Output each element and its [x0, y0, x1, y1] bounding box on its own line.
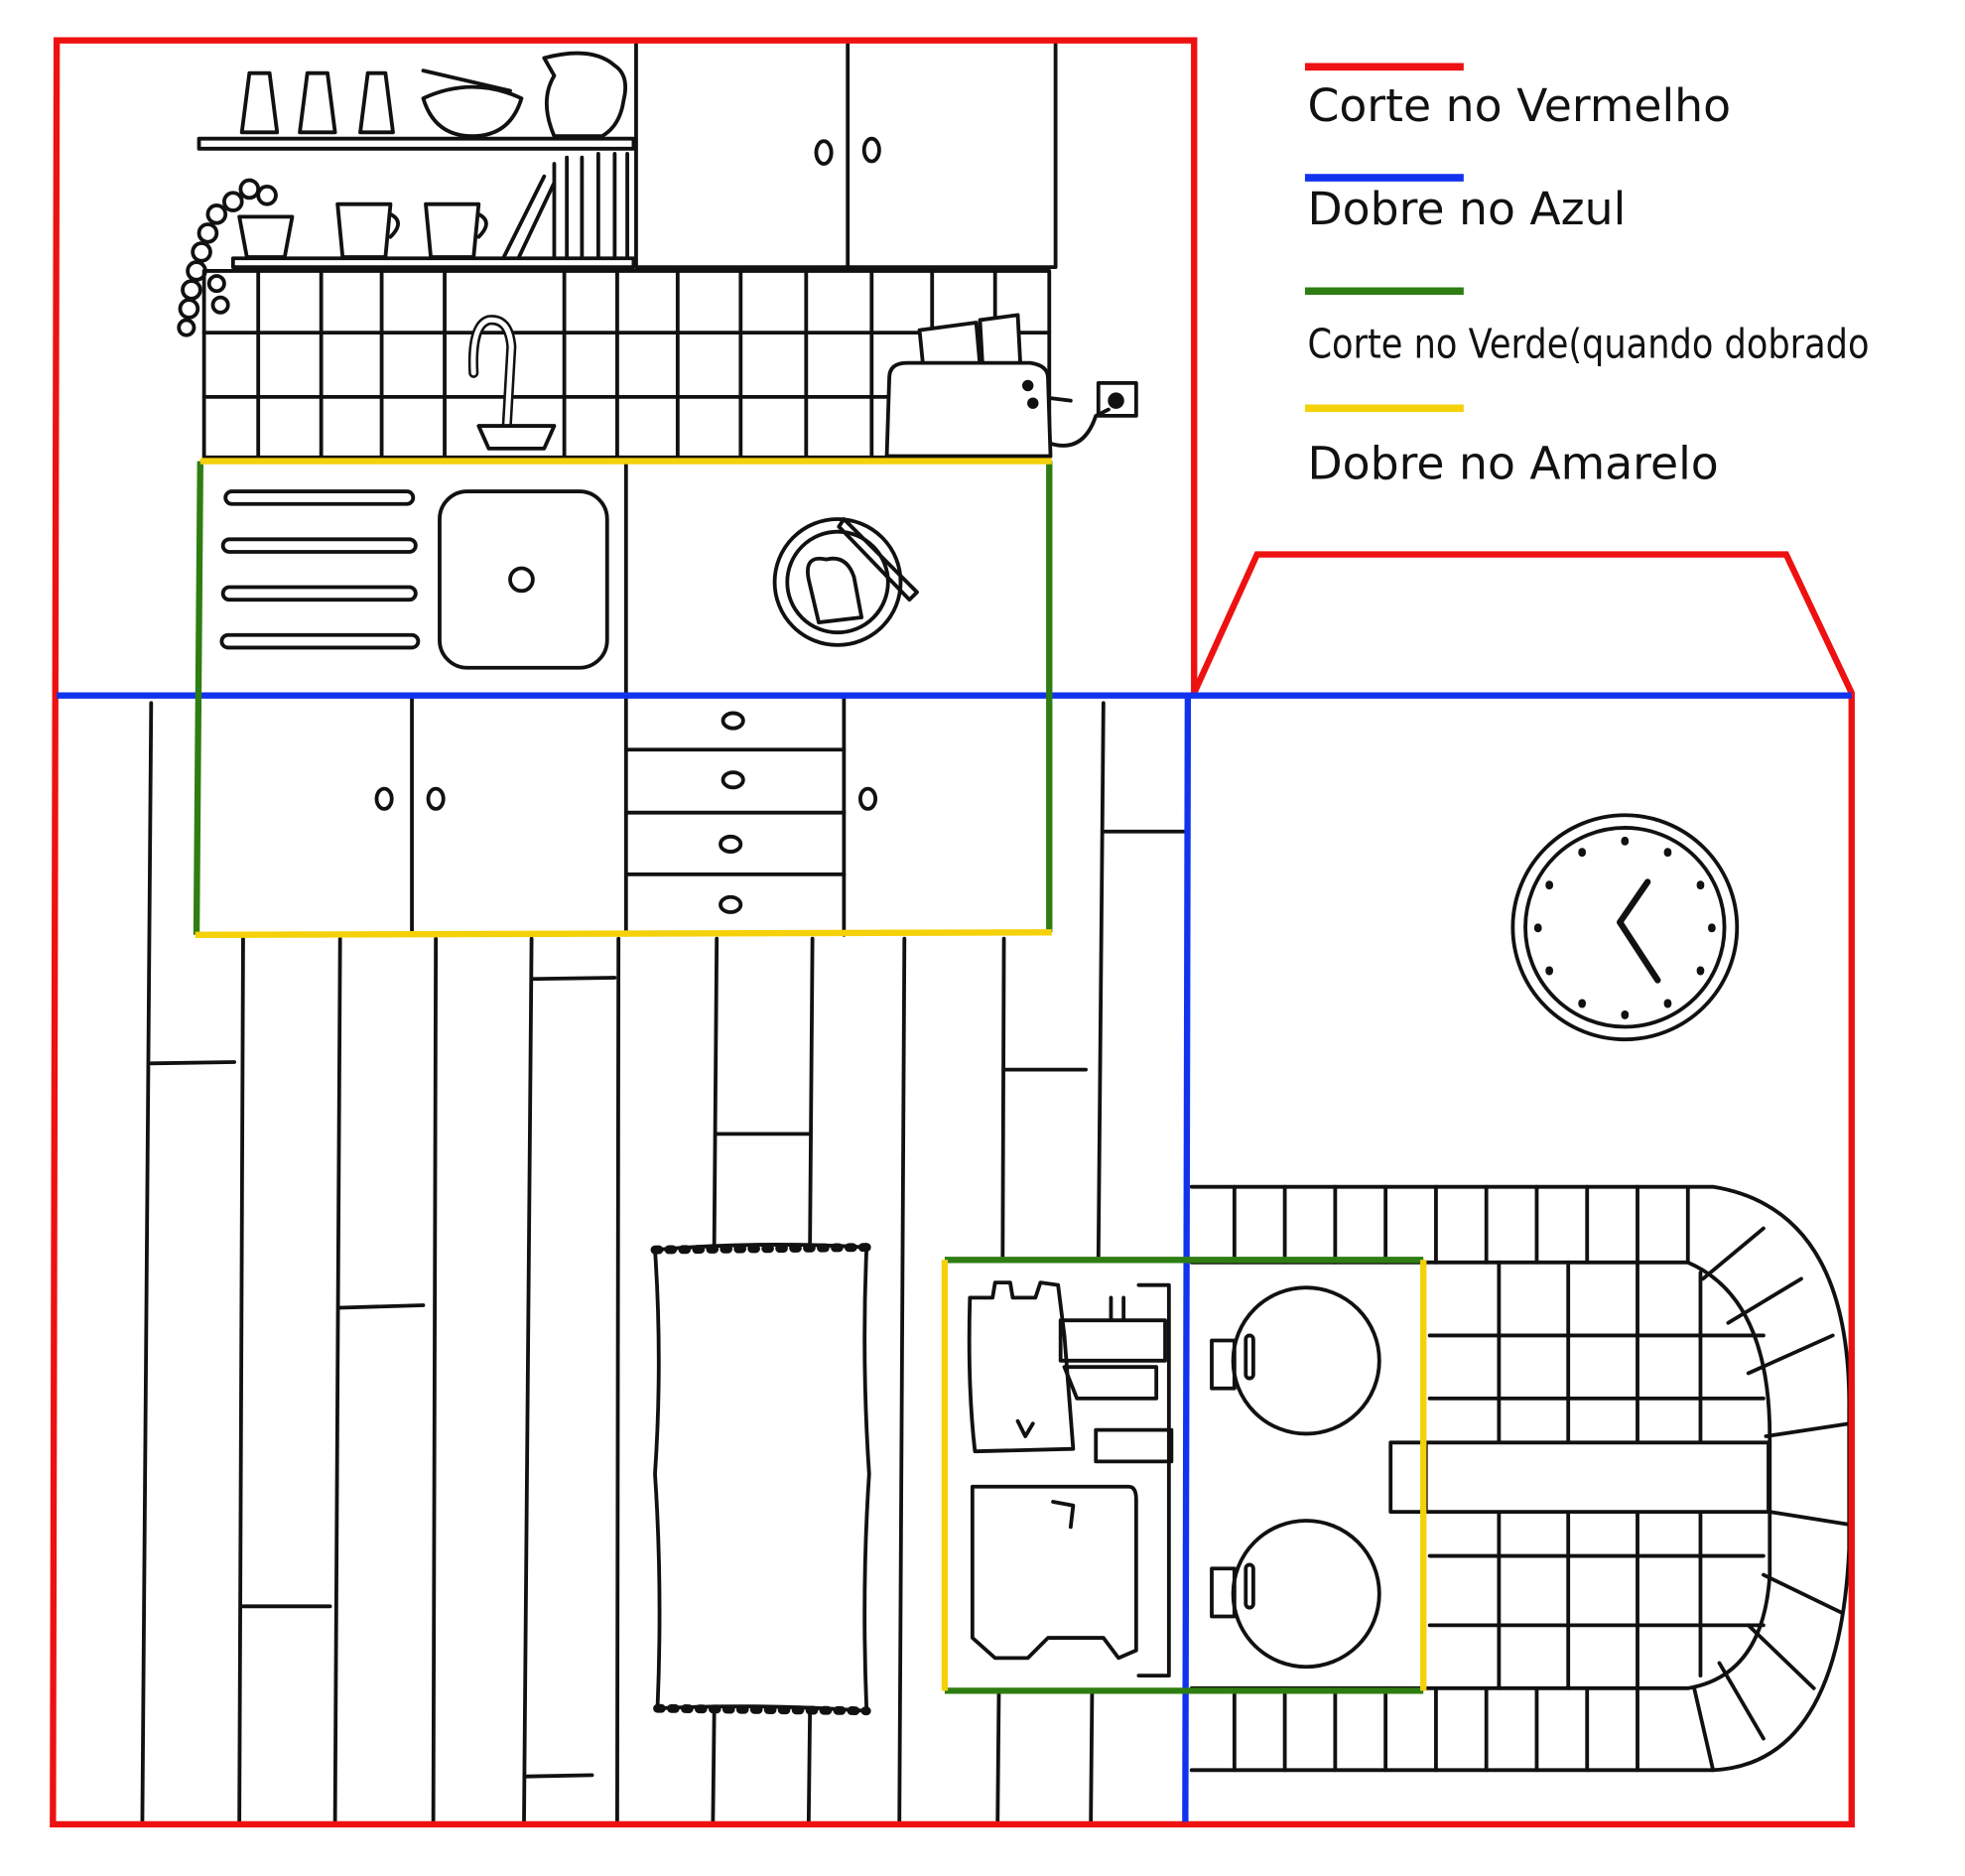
cut-fold-lines	[50, 37, 1855, 1828]
cut-line-red	[50, 37, 1855, 1828]
plate-with-toast	[772, 517, 919, 647]
toaster	[884, 313, 1138, 459]
stove	[967, 1280, 1381, 1678]
upper-cabinet	[634, 42, 1058, 270]
brick-hearth	[1189, 1184, 1852, 1773]
legend-label-yellow: Dobre no Amarelo	[1307, 437, 1718, 489]
sink	[438, 489, 609, 670]
sink-drain	[508, 566, 535, 594]
cut-line-green-cabinet-left	[193, 461, 203, 935]
wall-clock	[1510, 813, 1740, 1042]
rug	[650, 1243, 871, 1716]
shelves	[177, 51, 636, 337]
countertop	[219, 459, 919, 698]
wall-socket	[1096, 380, 1138, 418]
base-cabinets	[374, 696, 878, 937]
faucet	[467, 315, 557, 451]
legend-label-blue: Dobre no Azul	[1307, 183, 1626, 235]
floor-planks	[140, 701, 1186, 1824]
wall-tiles	[201, 269, 1052, 460]
fold-line-yellow-cabinet-bottom	[195, 929, 1052, 938]
legend: Corte no Vermelho Dobre no Azul Corte no…	[1304, 63, 1870, 489]
legend-label-red: Corte no Vermelho	[1307, 79, 1731, 132]
legend-label-green: Corte no Verde(quando dobrado	[1307, 321, 1869, 368]
